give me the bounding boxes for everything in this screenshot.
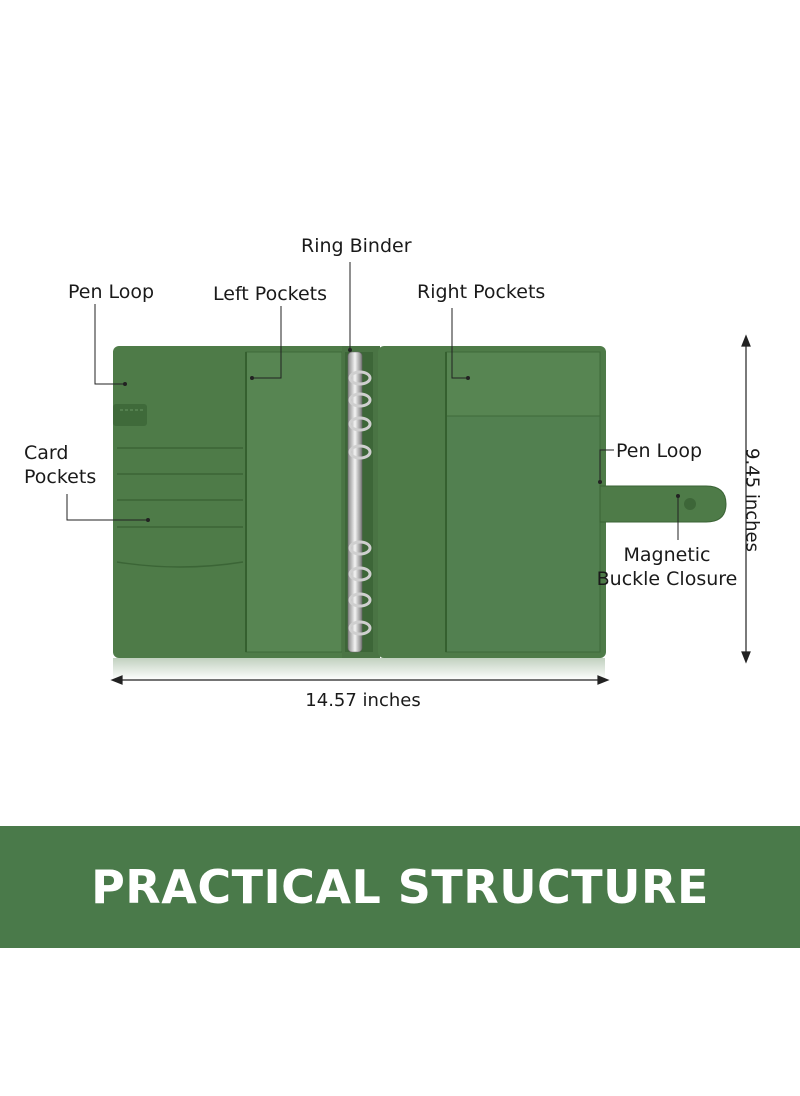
- right-pocket-panel: [445, 415, 601, 653]
- left-pockets-label: Left Pockets: [213, 283, 327, 305]
- left-pen-loop: [113, 404, 147, 426]
- magnetic-buckle-label: Magnetic Buckle Closure: [592, 543, 742, 591]
- binder-reflection: [113, 658, 605, 680]
- right-cover: [378, 346, 727, 658]
- width-dimension-arrow: [110, 675, 610, 685]
- width-dimension-label: 14.57 inches: [305, 690, 421, 711]
- left-pocket-panel: [245, 351, 343, 653]
- title-banner: PRACTICAL STRUCTURE: [0, 826, 800, 948]
- leader-lines: [66, 262, 679, 540]
- right-pocket-panel-top: [445, 351, 601, 417]
- card-pockets: [116, 447, 244, 568]
- height-dimension-label: 9.45 inches: [741, 448, 763, 552]
- binder-illustration: [66, 262, 751, 685]
- card-pockets-label: Card Pockets: [24, 441, 96, 489]
- magnetic-buckle: [599, 485, 727, 523]
- height-dimension-arrow: [741, 334, 751, 664]
- ring-binder-label: Ring Binder: [301, 235, 412, 257]
- card-pockets-line2: Pockets: [24, 466, 97, 488]
- magnetic-line1: Magnetic: [623, 544, 711, 566]
- ring-mechanism: [347, 351, 372, 653]
- pen-loop-left-label: Pen Loop: [68, 281, 155, 303]
- pen-loop-right-label: Pen Loop: [616, 440, 703, 462]
- right-pockets-label: Right Pockets: [417, 281, 546, 303]
- card-pockets-line1: Card: [24, 442, 69, 464]
- magnetic-line2: Buckle Closure: [596, 568, 738, 590]
- left-cover: [113, 346, 353, 658]
- banner-title: PRACTICAL STRUCTURE: [91, 860, 709, 914]
